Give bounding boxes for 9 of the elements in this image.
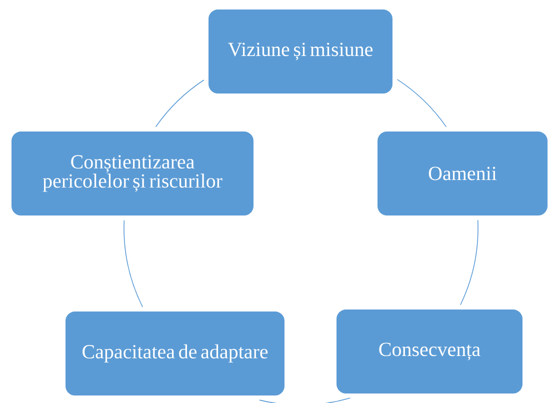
connector-arc: [460, 220, 478, 306]
connector-arc: [396, 79, 447, 128]
process-box: Consecvența: [336, 308, 524, 394]
process-box: Conștientizarea pericolelor și riscurilor: [10, 130, 254, 216]
connector-arc: [155, 80, 204, 128]
connector-arc: [124, 220, 143, 308]
process-box: Capacitatea de adaptare: [64, 310, 286, 396]
process-box: Viziune și misiune: [208, 8, 394, 94]
process-box: Oamenii: [376, 130, 548, 216]
